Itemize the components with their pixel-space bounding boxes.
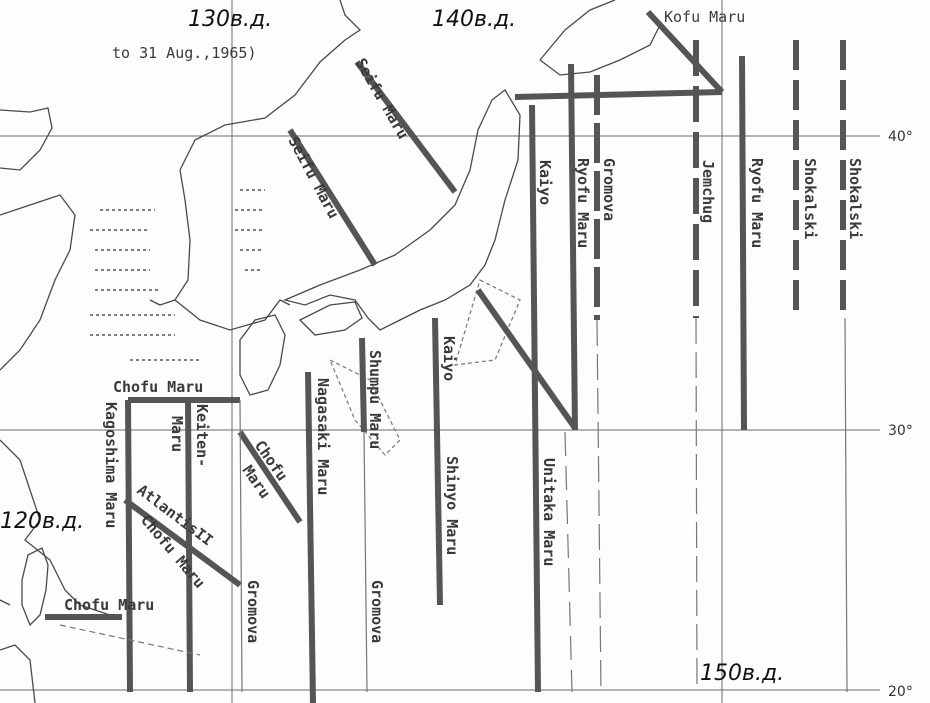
date-note: to 31 Aug.,1965): [112, 44, 257, 62]
label-chofu-maru-top: Chofu Maru: [113, 378, 203, 396]
label-shinyo-maru: Shinyo Maru: [443, 456, 461, 555]
label-chofu-maru-taiwan: Chofu Maru: [64, 596, 154, 614]
meridian-label-140: 140в.д.: [432, 7, 516, 32]
track-taiwan-dashed: [59, 624, 201, 656]
coast-luzon: [0, 599, 36, 703]
track-gromova-south: [363, 431, 368, 693]
latitude-label-20: 20°: [888, 684, 913, 700]
grid-lines: [0, 0, 880, 703]
label-kaiyo-north: Kaiyo: [536, 160, 554, 205]
label-kagoshima-maru: Kagoshima Maru: [102, 402, 120, 528]
label-jemchug: Jemchug: [699, 160, 717, 223]
label-ryofu-maru-west: Ryofu Maru: [574, 158, 592, 248]
label-ryofu-maru-east: Ryofu Maru: [748, 158, 766, 248]
coast-honshu: [282, 89, 521, 331]
label-gromova-south: Gromova: [368, 580, 386, 643]
label-kofu-maru: Kofu Maru: [664, 8, 745, 26]
coast-china: [0, 439, 111, 616]
track-kaiyo-south: [432, 317, 440, 433]
track-gromova-north-ext: [596, 319, 602, 693]
track-seifu-north: [354, 60, 458, 194]
track-unitaka-dashed: [564, 431, 573, 693]
label-kaiyo-south: Kaiyo: [440, 336, 458, 381]
latitude-label-40: 40°: [888, 129, 913, 145]
coast-shikoku: [298, 301, 363, 336]
track-kaiyo-unitaka: [529, 104, 541, 693]
coast-kyushu: [239, 314, 286, 396]
coast-korea: [149, 0, 362, 306]
hatch-marks: [90, 189, 265, 361]
label-nagasaki-maru: Nagasaki Maru: [314, 378, 332, 495]
track-kofu-link: [514, 89, 723, 100]
coastlines: [0, 0, 661, 703]
track-jemchug-ext: [695, 317, 698, 693]
track-nagasaki-maru: [305, 371, 316, 703]
label-gromova-north: Gromova: [600, 158, 618, 221]
label-keiten-maru-2: Maru: [168, 416, 186, 452]
ship-tracks: [45, 9, 848, 703]
track-shumpu-maru: [359, 337, 367, 433]
coast-taiwan: [21, 547, 49, 627]
label-seifu-maru-south: Seifu Maru: [284, 133, 342, 221]
label-unitaka-maru: Unitaka Maru: [540, 458, 558, 566]
track-diagonal-ryofu: [475, 288, 578, 430]
track-ryofu-west: [568, 63, 578, 431]
label-shokalski-b: Shokalski: [846, 158, 864, 239]
meridian-label-150: 150в.д.: [700, 661, 784, 686]
coast-hokkaido: [539, 0, 661, 76]
track-kofu-maru: [645, 9, 725, 95]
label-seifu-maru-north: Seifu Maru: [352, 55, 413, 142]
coast-mainland: [0, 107, 76, 371]
track-shinyo-maru: [434, 431, 443, 606]
label-shumpu-maru: Shumpu Maru: [366, 350, 384, 449]
track-chofu-diag: [237, 430, 303, 524]
label-shokalski-a: Shokalski: [801, 158, 819, 239]
label-gromova-mid: Gromova: [244, 580, 262, 643]
coast-korea-south: [174, 299, 291, 331]
track-seifu-south: [287, 128, 378, 267]
track-ryofu-east: [739, 55, 747, 431]
latitude-label-30: 30°: [888, 423, 913, 439]
track-kagoshima-maru: [125, 399, 133, 693]
meridian-label-130: 130в.д.: [188, 7, 272, 32]
label-keiten-maru-1: Keiten-: [193, 404, 211, 467]
track-atlantis: [123, 497, 242, 588]
track-gromova-west: [239, 399, 243, 693]
meridian-label-120: 120в.д.: [0, 509, 84, 534]
track-shokalski-b-ext: [844, 317, 848, 693]
